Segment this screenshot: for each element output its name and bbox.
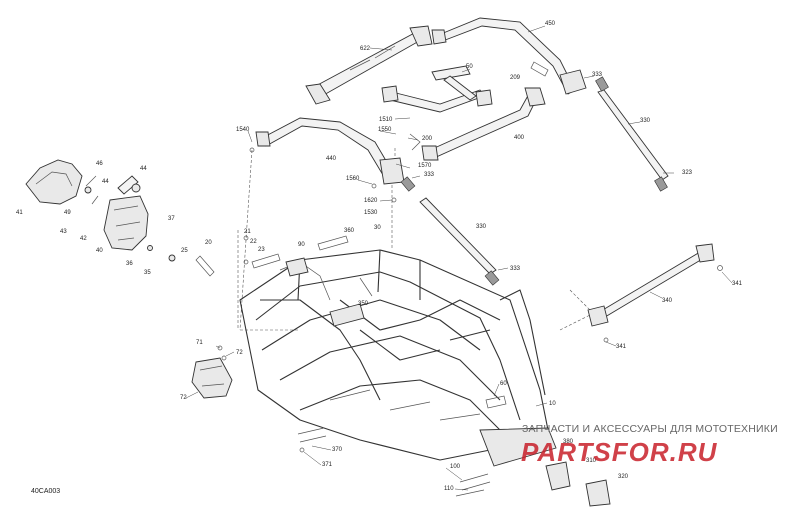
front-diagonal-tube-part [400,176,500,286]
callout-622: 622 [360,46,371,52]
callout-371: 371 [322,462,333,468]
callout-341-b: 341 [616,344,627,350]
callout-20: 20 [205,240,212,246]
rear-diagonal-tube-part [595,76,669,192]
callout-360: 360 [344,228,355,234]
hardware-parts [85,61,723,507]
callout-37: 37 [168,216,175,222]
callout-1620: 1620 [364,198,378,204]
callout-44-b: 44 [140,166,147,172]
callout-110: 110 [444,486,454,492]
callout-50: 50 [466,64,473,70]
callout-60: 60 [500,381,507,387]
callout-72-b: 72 [180,395,187,401]
callout-49: 49 [64,210,71,216]
front-bracket-assembly-part [84,175,176,262]
callout-450: 450 [545,21,556,27]
callout-340: 340 [662,298,673,304]
callout-44-a: 44 [102,179,109,185]
callout-400: 400 [514,135,525,141]
callout-21: 21 [244,229,251,235]
side-lower-tube-part [587,243,715,327]
roof-cross-brace-part [381,65,493,113]
rear-upper-brace-part [421,87,546,161]
side-bracket-part [191,357,233,399]
callout-1570: 1570 [418,163,432,169]
diagram-reference-code: 40CA003 [31,488,61,495]
main-chassis-frame [239,249,557,467]
callout-72-a: 72 [236,350,243,356]
alignment-guides [237,148,601,331]
callout-330-b: 330 [476,224,487,230]
callout-leaders [185,25,733,491]
callout-333-a: 333 [592,72,603,78]
callout-440: 440 [326,156,337,162]
callout-43: 43 [60,229,67,235]
callout-25: 25 [181,248,188,254]
callout-1550: 1550 [378,127,392,133]
callout-1530: 1530 [364,210,378,216]
rear-roll-bar-part [431,17,587,95]
callout-42: 42 [80,236,87,242]
callout-labels: 622 450 50 209 333 330 1510 400 1540 155… [16,21,743,492]
callout-36: 36 [126,261,133,267]
watermark-logo: PARTSFOR.RU [521,437,718,467]
callout-30: 30 [374,225,381,231]
callout-71: 71 [196,340,203,346]
callout-41: 41 [16,210,23,216]
callout-1540: 1540 [236,127,250,133]
callout-100: 100 [450,464,461,470]
callout-200: 200 [422,136,433,142]
callout-310: 310 [586,458,597,464]
callout-35: 35 [144,270,151,276]
callout-40: 40 [96,248,103,254]
callout-330-a: 330 [640,118,651,124]
callout-1560: 1560 [346,176,360,182]
callout-380: 380 [563,439,574,445]
callout-370: 370 [332,447,343,453]
callout-46: 46 [96,161,103,167]
watermark-caption: ЗАПЧАСТИ И АКСЕССУАРЫ ДЛЯ МОТОТЕХНИКИ [522,423,778,435]
skid-plate-part [25,159,83,205]
front-roll-bar-part [305,25,433,105]
callout-23: 23 [258,247,265,253]
callout-333-b: 333 [424,172,435,178]
callout-320: 320 [618,474,629,480]
callout-90: 90 [298,242,305,248]
callout-1510: 1510 [379,117,393,123]
callout-333-c: 333 [510,266,521,272]
callout-10: 10 [549,401,556,407]
callout-323: 323 [682,170,693,176]
callout-350: 350 [358,301,369,307]
callout-209: 209 [510,75,521,81]
callout-341-a: 341 [732,281,743,287]
callout-22: 22 [250,239,257,245]
